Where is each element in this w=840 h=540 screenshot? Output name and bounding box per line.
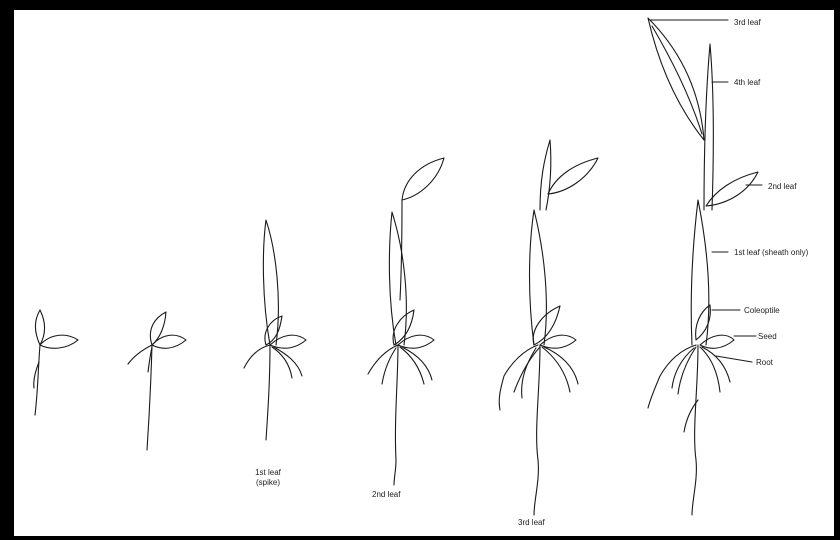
second-leaf — [706, 172, 758, 206]
label-root: Root — [756, 358, 773, 368]
seedling-stage-3 — [244, 220, 306, 440]
seedling-growth-diagram — [14, 10, 834, 536]
fourth-leaf — [704, 44, 713, 210]
lateral-root — [368, 345, 398, 374]
label-2nd-leaf: 2nd leaf — [768, 182, 796, 192]
root — [35, 345, 40, 415]
seedling-stage-5 — [499, 140, 598, 515]
lateral-root — [648, 345, 696, 408]
label-stage-3rd-leaf: 3rd leaf — [518, 518, 545, 528]
root — [692, 345, 698, 515]
lateral-root — [514, 347, 540, 392]
spike-leaf — [263, 220, 278, 345]
second-leaf — [548, 158, 598, 194]
leaf-sheath — [389, 212, 406, 345]
label-4th-leaf: 4th leaf — [734, 78, 760, 88]
label-3rd-leaf: 3rd leaf — [734, 18, 761, 28]
label-1st-leaf-sheath: 1st leaf (sheath only) — [734, 248, 808, 258]
label-coleoptile: Coleoptile — [744, 306, 780, 316]
label-stage-2nd-leaf: 2nd leaf — [372, 490, 400, 500]
label-seed: Seed — [758, 332, 777, 342]
third-leaf-midrib — [652, 26, 702, 134]
label-stage-1st-leaf: 1st leaf (spike) — [242, 468, 294, 488]
second-leaf — [402, 158, 444, 200]
leaf-sheath — [691, 200, 709, 345]
seedling-stage-6 — [648, 18, 762, 515]
label-line-1: 1st leaf — [242, 468, 294, 478]
diagram-panel: 3rd leaf 4th leaf 2nd leaf 1st leaf (she… — [14, 10, 834, 536]
root — [266, 345, 270, 440]
lateral-root — [244, 345, 270, 368]
seedling-stage-4 — [368, 158, 444, 485]
seed-leaf — [40, 335, 78, 348]
seed-shape — [700, 335, 734, 348]
leader-line-root — [716, 356, 752, 362]
seedling-stage-1 — [34, 310, 78, 415]
lateral-root — [522, 348, 536, 398]
seedling-stage-2 — [128, 312, 186, 450]
root — [534, 345, 540, 515]
third-leaf — [648, 18, 704, 140]
seed-shape — [36, 310, 45, 345]
lateral-root — [700, 347, 720, 392]
third-leaf — [540, 140, 551, 210]
seed-shape — [393, 310, 414, 345]
lateral-root — [672, 348, 694, 388]
lateral-root — [702, 347, 730, 382]
root — [394, 345, 398, 485]
label-line-2: (spike) — [242, 478, 294, 488]
seed-leaf — [152, 335, 186, 348]
lateral-root — [128, 345, 152, 364]
